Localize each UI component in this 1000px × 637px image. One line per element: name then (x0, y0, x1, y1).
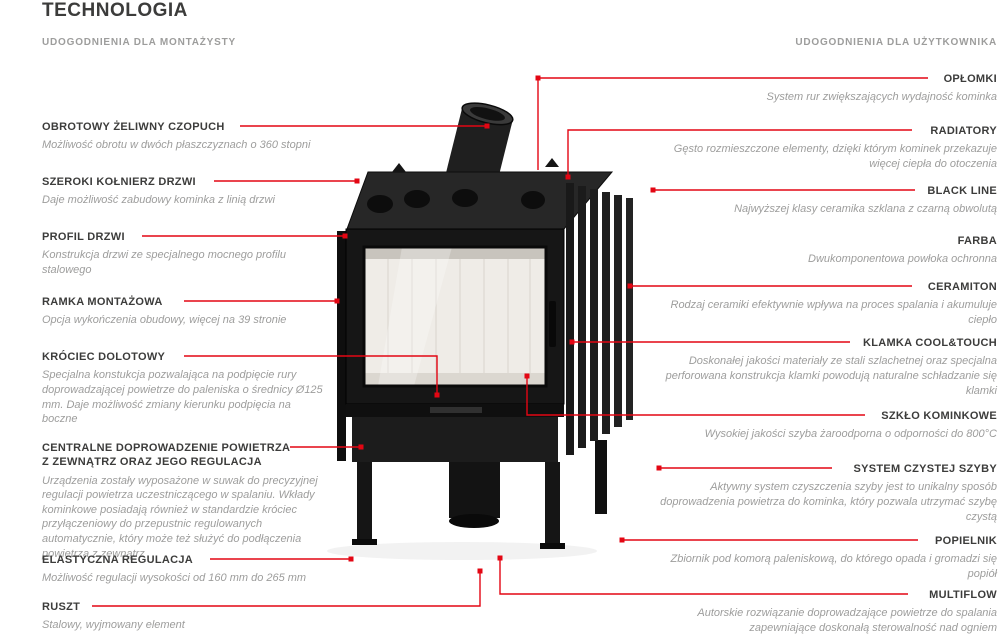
feature-title: KLAMKA COOL&TOUCH (862, 337, 997, 349)
page-title: TECHNOLOGIA (42, 0, 188, 21)
feature-description: Opcja wykończenia obudowy, więcej na 39 … (42, 314, 287, 327)
radiator-fins (566, 183, 633, 455)
feature-ash-pan: POPIELNIK Zbiornik pod komorą paleniskow… (647, 534, 997, 582)
feature-description: Urządzenia zostały wyposażone w suwak do… (42, 474, 318, 560)
feature-title: SZEROKI KOŁNIERZ DRZWI (42, 176, 196, 188)
user-heading: UDOGODNIENIA DLA UŻYTKOWNIKA (795, 37, 997, 48)
feature-title: RUSZT (42, 601, 81, 613)
feature-ceramiton: CERAMITON Rodzaj ceramiki efektywnie wpł… (647, 280, 998, 328)
feature-description: Rodzaj ceramiki efektywnie wpływa na pro… (670, 299, 998, 326)
feature-title: OPŁOMKI (943, 73, 997, 85)
feature-inlet-connector: KRÓCIEC DOLOTOWY Specjalna konstukcja po… (42, 350, 327, 427)
feature-multiflow: MULTIFLOW Autorskie rozwiązanie doprowad… (647, 588, 997, 636)
door-glass (364, 247, 546, 386)
feature-heat-tubes: OPŁOMKI System rur zwiększających wydajn… (647, 72, 997, 105)
feature-description: Aktywny system czyszczenia szyby jest to… (660, 481, 997, 523)
top-hole (521, 191, 545, 209)
top-hole (404, 190, 430, 208)
feature-description: Autorskie rozwiązanie doprowadzające pow… (697, 607, 997, 634)
feature-description: Konstrukcja drzwi ze specjalnego mocnego… (42, 249, 286, 276)
left-side-panel (337, 231, 346, 461)
chimney (445, 102, 514, 187)
fireplace-illustration (327, 102, 633, 560)
air-duct (449, 462, 500, 518)
feature-description: Specjalna konstukcja pozwalająca na podp… (42, 369, 323, 426)
feature-description: System rur zwiększających wydajność komi… (766, 91, 997, 104)
feature-title: RADIATORY (930, 125, 997, 137)
feature-description: Gęsto rozmieszczone elementy, dzięki któ… (673, 143, 997, 170)
feature-grate: RUSZT Stalowy, wyjmowany element (42, 600, 327, 633)
feature-description: Stalowy, wyjmowany element (42, 619, 185, 632)
air-duct-outlet (449, 514, 499, 528)
feature-radiators: RADIATORY Gęsto rozmieszczone elementy, … (647, 124, 997, 172)
base (346, 404, 564, 462)
feature-title: RAMKA MONTAŻOWA (42, 296, 163, 308)
feature-description: Możliwość obrotu w dwóch płaszczyznach o… (42, 139, 311, 152)
feature-description: Dwukomponentowa powłoka ochronna (808, 253, 997, 266)
legs (352, 462, 565, 549)
feature-clean-glass-system: SYSTEM CZYSTEJ SZYBY Aktywny system czys… (647, 462, 997, 524)
feature-description: Daje możliwość zabudowy kominka z linią … (42, 194, 275, 207)
feature-description: Doskonałej jakości materiały ze stali sz… (665, 355, 997, 397)
feature-title: PROFIL DRZWI (42, 231, 125, 243)
door (345, 228, 565, 405)
top-plate (346, 171, 614, 230)
feature-title: OBROTOWY ŻELIWNY CZOPUCH (42, 121, 225, 133)
feature-title: KRÓCIEC DOLOTOWY (42, 351, 166, 363)
feature-black-line: BLACK LINE Najwyższej klasy ceramika szk… (647, 184, 997, 217)
feature-cool-touch-handle: KLAMKA COOL&TOUCH Doskonałej jakości mat… (647, 336, 997, 398)
feature-mounting-frame: RAMKA MONTAŻOWA Opcja wykończenia obudow… (42, 295, 327, 328)
air-slider (430, 407, 482, 413)
feature-fireplace-glass: SZKŁO KOMINKOWE Wysokiej jakości szyba ż… (647, 409, 997, 442)
feature-description: Zbiornik pod komorą paleniskową, do któr… (670, 553, 997, 580)
lifting-eyelet (545, 158, 559, 167)
rear-leg (595, 440, 607, 514)
door-handle (549, 301, 556, 347)
top-hole (452, 189, 478, 207)
feature-title: SYSTEM CZYSTEJ SZYBY (853, 463, 997, 475)
installer-heading: UDOGODNIENIA DLA MONTAŻYSTY (42, 37, 237, 48)
feature-title: SZKŁO KOMINKOWE (881, 410, 997, 422)
feature-description: Możliwość regulacji wysokości od 160 mm … (42, 572, 307, 585)
top-hole (367, 195, 393, 213)
glass-reflection (378, 247, 452, 386)
feature-title: CENTRALNE DOPROWADZENIE POWIETRZA Z ZEWN… (42, 442, 290, 469)
feature-wide-door-collar: SZEROKI KOŁNIERZ DRZWI Daje możliwość za… (42, 175, 327, 208)
feature-title: BLACK LINE (927, 185, 997, 197)
feature-description: Najwyższej klasy ceramika szklana z czar… (734, 203, 997, 216)
feature-flexible-adjustment: ELASTYCZNA REGULACJA Możliwość regulacji… (42, 553, 327, 586)
floor-shadow (327, 542, 597, 560)
feature-rotary-cast-iron-flue: OBROTOWY ŻELIWNY CZOPUCH Możliwość obrot… (42, 120, 327, 153)
feature-title: CERAMITON (927, 281, 997, 293)
feature-door-profile: PROFIL DRZWI Konstrukcja drzwi ze specja… (42, 230, 327, 278)
feature-title: MULTIFLOW (929, 589, 997, 601)
feature-description: Wysokiej jakości szyba żaroodporna o odp… (704, 428, 997, 441)
lifting-eyelet (392, 163, 406, 172)
feature-title: POPIELNIK (935, 535, 997, 547)
feature-title: FARBA (957, 235, 997, 247)
feature-paint: FARBA Dwukomponentowa powłoka ochronna (647, 234, 997, 267)
feature-title: ELASTYCZNA REGULACJA (42, 554, 194, 566)
feature-central-air-supply: CENTRALNE DOPROWADZENIE POWIETRZA Z ZEWN… (42, 441, 327, 561)
